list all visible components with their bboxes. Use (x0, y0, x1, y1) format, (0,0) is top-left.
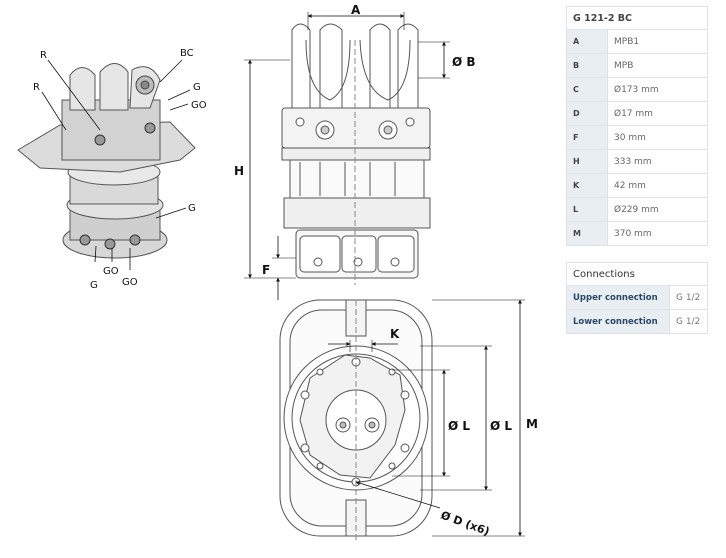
callout-go3: GO (122, 277, 138, 288)
dimension-h: H (234, 164, 244, 178)
spec-value: Ø17 mm (607, 101, 708, 126)
rotator-bottom-view (279, 299, 433, 540)
dimension-l-outer: Ø L (490, 419, 512, 433)
spec-key: B (566, 53, 608, 78)
callout-g3: G (90, 280, 98, 291)
spec-key: F (566, 125, 608, 150)
dimension-b: Ø B (452, 55, 476, 69)
callout-bc: BC (180, 48, 194, 59)
dimension-k: K (390, 327, 400, 341)
dimension-a: A (351, 3, 361, 17)
dimension-f: F (262, 263, 270, 277)
spec-value: 370 mm (607, 221, 708, 246)
dimension-l-inner: Ø L (448, 419, 470, 433)
connections-title: Connections (566, 262, 708, 286)
spec-value: 42 mm (607, 173, 708, 198)
spec-key: K (566, 173, 608, 198)
callout-g2: G (188, 203, 196, 214)
callout-r1: R (40, 50, 47, 61)
spec-key: D (566, 101, 608, 126)
rotator-side-view (281, 23, 431, 285)
connection-value: G 1/2 (669, 309, 708, 334)
technical-drawing: R R BC G GO G G GO GO (17, 3, 538, 540)
connection-key: Upper connection (566, 285, 670, 310)
callout-go2: GO (103, 266, 119, 277)
spec-key: C (566, 77, 608, 102)
callout-g1: G (193, 82, 201, 93)
spec-value: 333 mm (607, 149, 708, 174)
spec-value: Ø173 mm (607, 77, 708, 102)
spec-value: MPB1 (607, 29, 708, 54)
callout-r2: R (33, 82, 40, 93)
specifications-title: G 121-2 BC (566, 6, 708, 30)
spec-value: MPB (607, 53, 708, 78)
callout-go1: GO (191, 100, 207, 111)
rotator-iso-view (17, 59, 196, 270)
spec-value: Ø229 mm (607, 197, 708, 222)
spec-key: L (566, 197, 608, 222)
connection-value: G 1/2 (669, 285, 708, 310)
spec-key: M (566, 221, 608, 246)
spec-key: A (566, 29, 608, 54)
spec-key: H (566, 149, 608, 174)
dimension-d: Ø D (x6) (439, 509, 491, 539)
dimension-m: M (526, 417, 538, 431)
spec-value: 30 mm (607, 125, 708, 150)
connection-key: Lower connection (566, 309, 670, 334)
